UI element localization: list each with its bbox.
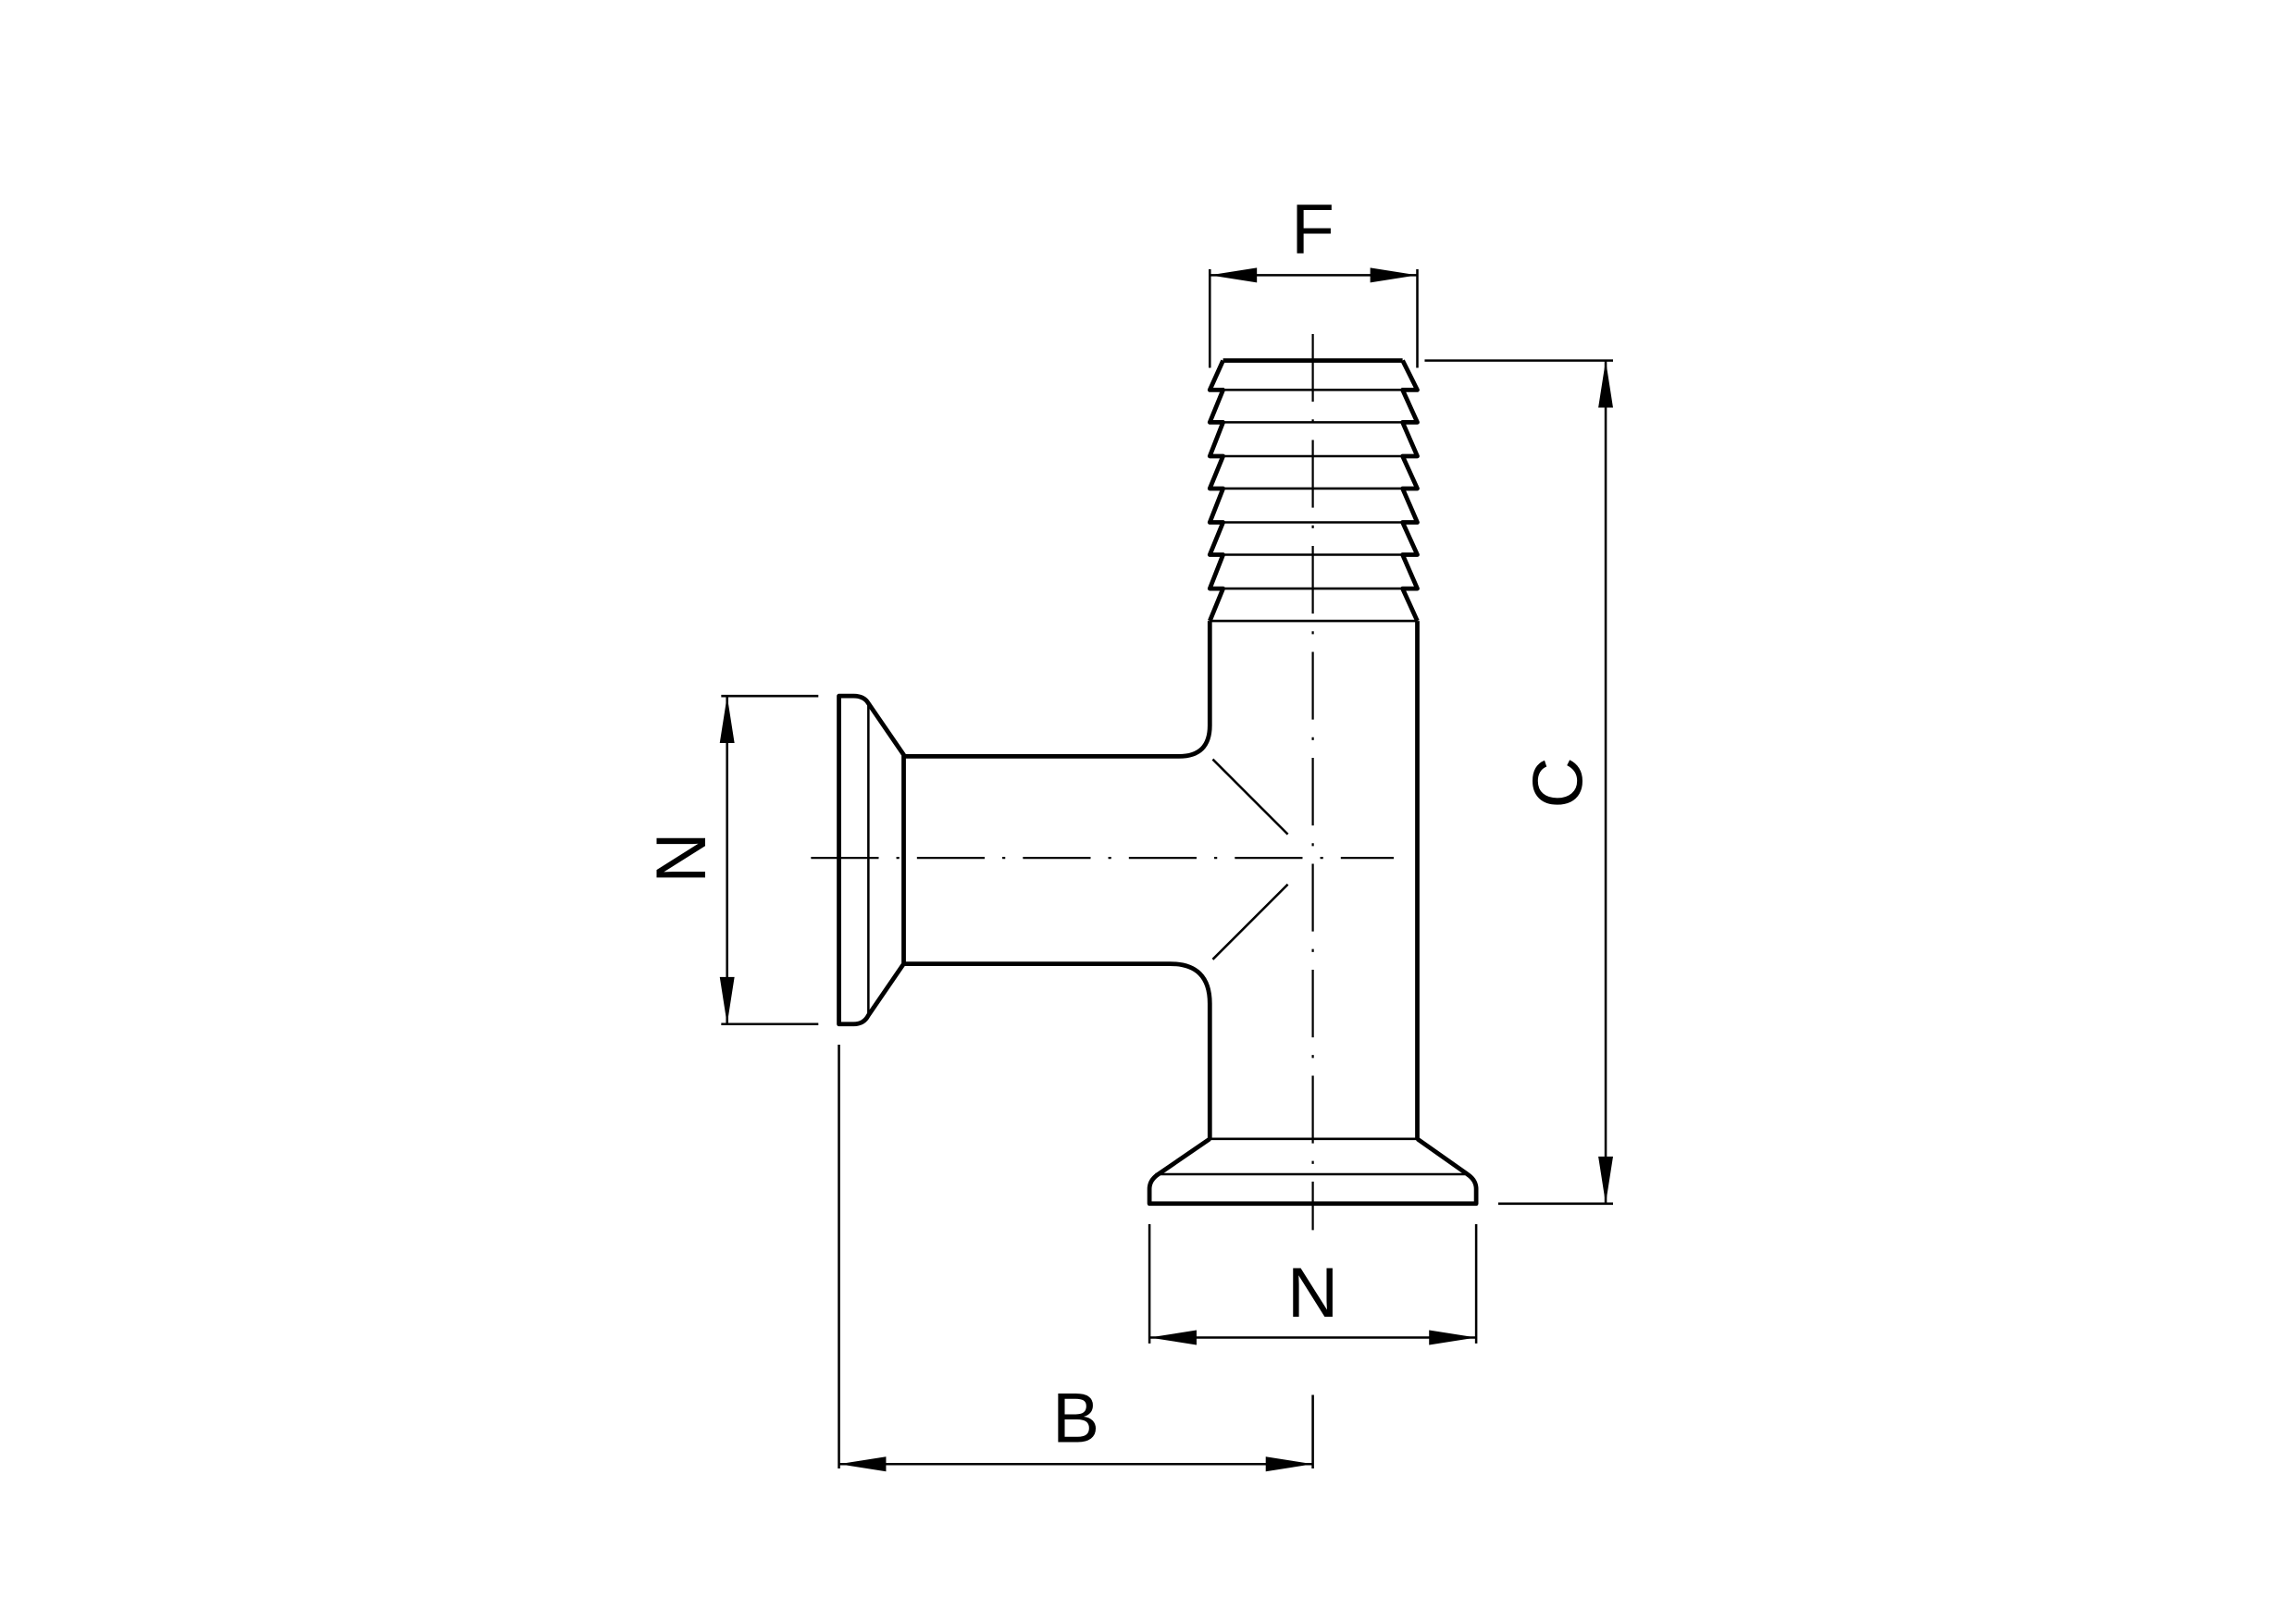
left-clamp-flange — [837, 693, 906, 1027]
label-n-left: N — [642, 833, 721, 884]
dimension-n-left: N — [642, 694, 819, 1026]
centerlines — [811, 333, 1395, 1231]
label-c: C — [1520, 757, 1598, 808]
label-f: F — [1291, 191, 1334, 269]
label-n-bottom: N — [1287, 1254, 1338, 1332]
dimension-b: B — [838, 1045, 1314, 1472]
dimension-n-bottom: N — [1148, 1224, 1478, 1345]
tee-body — [903, 621, 1420, 1139]
dimension-c: C — [1424, 359, 1614, 1206]
label-b: B — [1052, 1379, 1099, 1457]
dimension-f: F — [1209, 191, 1419, 368]
